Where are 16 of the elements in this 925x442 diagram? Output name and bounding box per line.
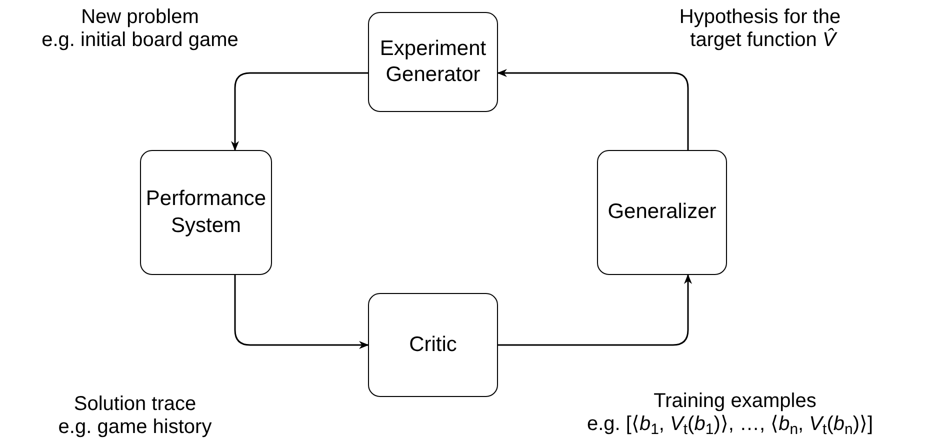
process-box: Critic — [368, 293, 498, 397]
annotation-text: e.g. [⟨b$_{1}$, V$_{t}$(b$_{1}$)⟩, …, ⟨b$_{n}$, V$_{t}$(b$_{n}$)⟩] — [586, 413, 874, 436]
annotation-text: e.g. game history — [58, 416, 212, 439]
process-box: Generalizer — [597, 150, 727, 275]
annotation-text: Training examples — [654, 390, 816, 413]
arrow — [234, 275, 369, 349]
annotation-text: e.g. initial board game — [42, 29, 238, 52]
annotation-text: Hypothesis for the — [679, 6, 841, 28]
process-box: Performance System — [140, 150, 272, 275]
annotation-text: New problem — [81, 6, 199, 29]
arrow — [497, 69, 689, 150]
annotation-text: target function V̂ — [690, 29, 836, 52]
process-box: Experiment Generator — [368, 12, 498, 112]
annotation-text: Solution trace — [74, 393, 196, 416]
arrow — [498, 274, 692, 346]
arrow — [231, 72, 368, 151]
